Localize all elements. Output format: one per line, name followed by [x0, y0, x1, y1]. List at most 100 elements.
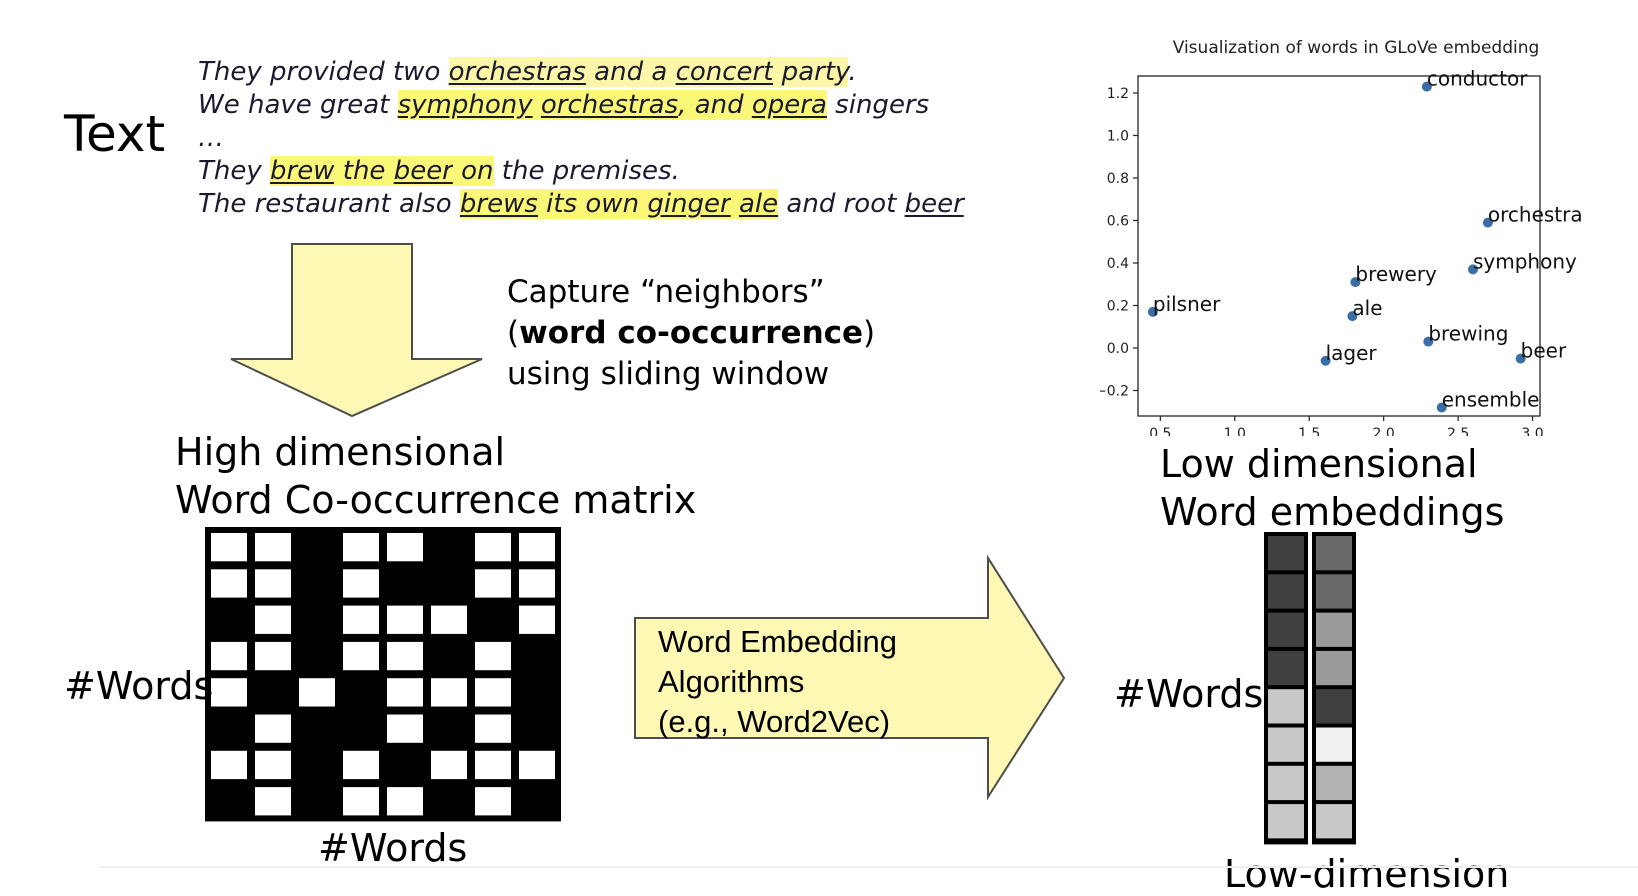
- highlighted-token: concert: [675, 57, 774, 87]
- matrix-cell: [299, 714, 335, 743]
- point-label: ale: [1352, 296, 1382, 320]
- matrix-cell: [387, 678, 423, 707]
- matrix-cell: [431, 678, 467, 707]
- high-dim-line-2: Word Co-occurrence matrix: [175, 478, 697, 522]
- matrix-cell: [387, 750, 423, 780]
- matrix-cell: [211, 569, 247, 598]
- sentence-line: …: [198, 121, 224, 155]
- matrix-cell: [519, 750, 555, 780]
- algorithm-text: Word Embedding Algorithms (e.g., Word2Ve…: [658, 622, 897, 742]
- matrix-cell: [211, 678, 247, 707]
- data-point: [1436, 402, 1447, 413]
- matrix-cell: [475, 750, 511, 780]
- highlighted-token: orchestras: [540, 90, 679, 120]
- matrix-cell: [387, 533, 423, 562]
- highlighted-token: orchestras: [448, 57, 586, 87]
- data-point: [1482, 217, 1493, 228]
- matrix-cell: [431, 641, 467, 671]
- matrix-cell: [387, 787, 423, 816]
- highlighted-token: on: [452, 156, 494, 186]
- sentence-line: The restaurant also brews its own ginger…: [198, 187, 964, 221]
- matrix-cell: [475, 787, 511, 816]
- data-point: [1421, 81, 1432, 92]
- footer-rule: [100, 866, 1638, 868]
- sentence-token: They: [198, 156, 271, 186]
- embedding-matrix: [1264, 532, 1356, 845]
- high-dimensional-label: High dimensional Word Co-occurrence matr…: [175, 428, 696, 524]
- matrix-cell: [387, 714, 423, 743]
- highlighted-token: symphony: [397, 90, 533, 120]
- embedding-cell: [1268, 689, 1304, 724]
- sentence-token: singers: [826, 90, 930, 120]
- matrix-cell: [299, 533, 335, 562]
- matrix-cell: [431, 787, 467, 816]
- highlighted-token: party: [773, 57, 849, 87]
- y-tick-label: 0.4: [1107, 256, 1129, 272]
- x-tick-label: 1.0: [1224, 426, 1246, 436]
- point-label: pilsner: [1153, 292, 1221, 316]
- matrix-cell: [519, 641, 555, 671]
- matrix-cell: [255, 533, 291, 562]
- highlighted-token: the: [334, 156, 394, 186]
- x-tick-label: 1.5: [1298, 426, 1320, 436]
- y-tick-label: 0.0: [1107, 341, 1129, 357]
- embedding-cell: [1316, 689, 1352, 724]
- highlighted-token: opera: [751, 90, 827, 120]
- matrix-cell: [475, 569, 511, 598]
- plot-frame: [1137, 75, 1541, 417]
- matrix-cell: [343, 714, 379, 743]
- highlighted-token: brew: [270, 156, 335, 186]
- sentence-token: The restaurant also: [198, 189, 460, 219]
- matrix-cell: [255, 605, 291, 634]
- highlighted-token: [532, 90, 541, 120]
- sentence-token: and root: [778, 189, 905, 219]
- low-dimensional-label: Low dimensional Word embeddings: [1160, 440, 1504, 536]
- matrix-cell: [299, 750, 335, 780]
- capture-line-1: Capture “neighbors”: [507, 274, 825, 310]
- embedding-cell: [1316, 650, 1352, 686]
- highlighted-token: [730, 189, 739, 219]
- point-label: conductor: [1427, 67, 1528, 91]
- point-label: orchestra: [1488, 203, 1583, 227]
- embedding-cell: [1268, 650, 1304, 686]
- data-point: [1347, 311, 1358, 322]
- algorithm-line-2: Algorithms: [658, 664, 805, 699]
- x-tick-label: 2.0: [1373, 426, 1395, 436]
- embedding-cell: [1316, 574, 1352, 609]
- highlighted-token: ale: [739, 189, 779, 219]
- words-axis-bottom: #Words: [318, 826, 468, 870]
- matrix-cell: [475, 533, 511, 562]
- point-label: symphony: [1473, 249, 1577, 273]
- words-axis-right: #Words: [1114, 672, 1264, 716]
- embedding-cell: [1316, 804, 1352, 839]
- matrix-cell: [299, 641, 335, 671]
- matrix-cell: [519, 533, 555, 562]
- matrix-cell: [475, 641, 511, 671]
- matrix-cell: [343, 569, 379, 598]
- matrix-cell: [211, 641, 247, 671]
- matrix-cell: [475, 678, 511, 707]
- cooccurrence-matrix: [205, 527, 561, 822]
- y-tick-label: −0.2: [1100, 384, 1129, 400]
- point-label: brewing: [1428, 322, 1508, 346]
- highlighted-token: ginger: [647, 189, 731, 219]
- matrix-cell: [387, 569, 423, 598]
- matrix-cell: [299, 678, 335, 707]
- y-tick-label: 1.2: [1107, 86, 1129, 102]
- sentence-line: They brew the beer on the premises.: [198, 154, 680, 188]
- y-tick-label: 0.6: [1107, 214, 1129, 230]
- x-tick-label: 0.5: [1149, 426, 1171, 436]
- matrix-cell: [211, 605, 247, 634]
- y-tick-label: 1.0: [1107, 129, 1129, 145]
- matrix-cell: [299, 605, 335, 634]
- embedding-cell: [1316, 727, 1352, 762]
- capture-line-2: (word co-occurrence): [507, 315, 876, 351]
- matrix-cell: [519, 714, 555, 743]
- matrix-cell: [255, 787, 291, 816]
- matrix-cell: [519, 787, 555, 816]
- matrix-cell: [343, 605, 379, 634]
- matrix-cell: [343, 678, 379, 707]
- right-arrow: [634, 554, 1066, 801]
- matrix-cell: [255, 569, 291, 598]
